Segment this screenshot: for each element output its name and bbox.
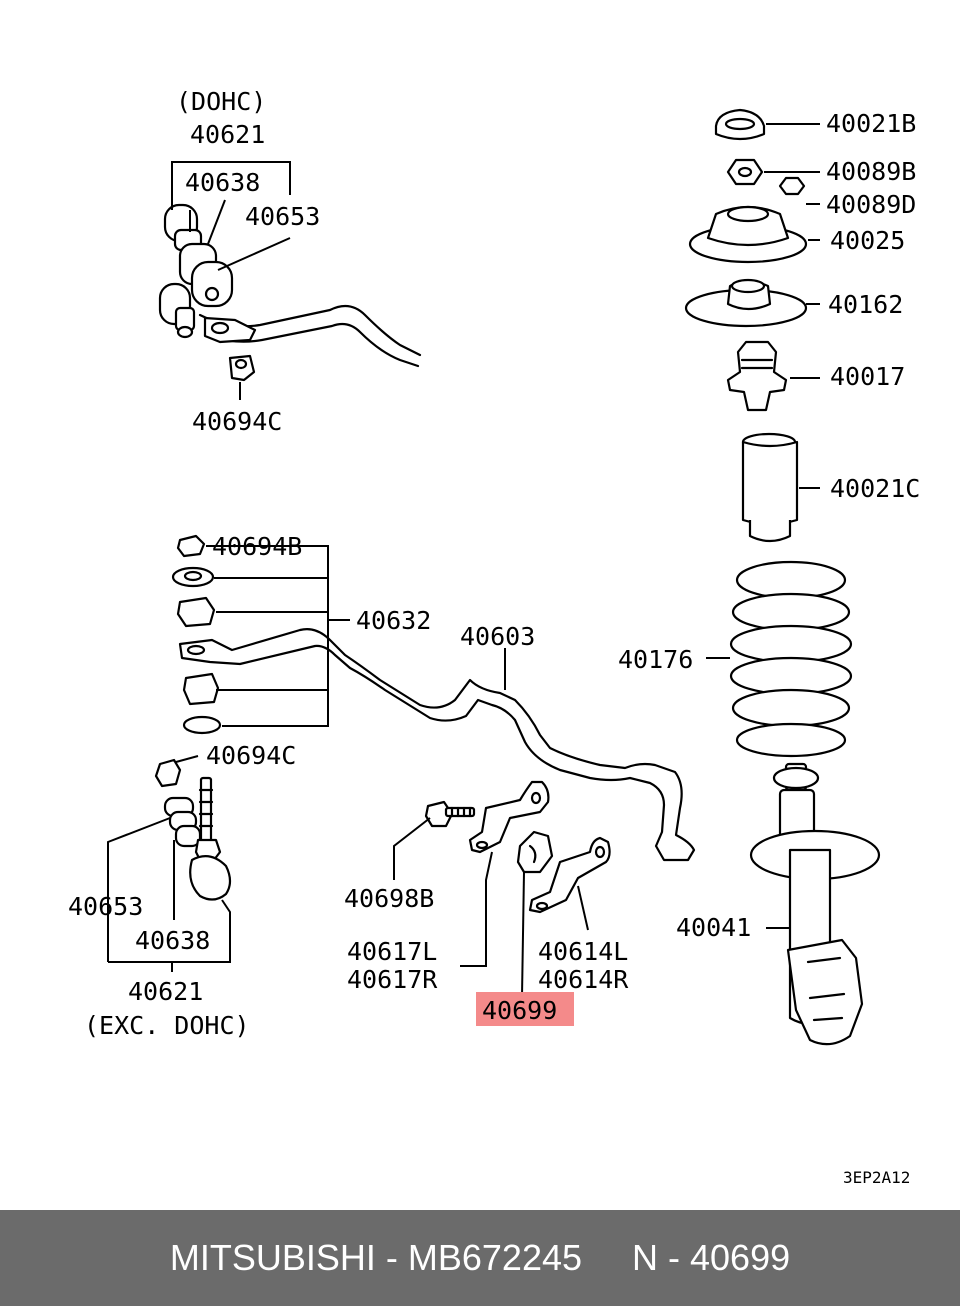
diagram-code: 3EP2A12 (843, 1168, 910, 1187)
footer-bar: MITSUBISHI - MB672245 N - 40699 (0, 1210, 960, 1306)
label-40638-top: 40638 (185, 168, 260, 197)
label-40638-low: 40638 (135, 926, 210, 955)
label-40617l: 40617L (347, 937, 437, 966)
dohc-link-assembly (158, 161, 422, 400)
label-40614l: 40614L (538, 937, 628, 966)
label-40089b: 40089B (826, 157, 916, 186)
label-40632: 40632 (356, 606, 431, 635)
label-40653-low: 40653 (68, 892, 143, 921)
coil-spring (729, 560, 853, 758)
label-40694c-top: 40694C (192, 407, 282, 436)
label-40621-top: 40621 (190, 120, 265, 149)
strut-assembly (684, 108, 881, 1046)
label-40017: 40017 (830, 362, 905, 391)
label-40694c-mid: 40694C (206, 741, 296, 770)
label-40025: 40025 (830, 226, 905, 255)
label-40653-top: 40653 (245, 202, 320, 231)
label-40621-low: 40621 (128, 977, 203, 1006)
label-exc-dohc: (EXC. DOHC) (84, 1011, 250, 1040)
label-40176: 40176 (618, 645, 693, 674)
label-40694b: 40694B (212, 532, 302, 561)
label-40699: 40699 (482, 996, 557, 1025)
label-40021b: 40021B (826, 109, 916, 138)
label-40614r: 40614R (538, 965, 629, 994)
label-dohc: (DOHC) (176, 87, 266, 116)
label-40698b: 40698B (344, 884, 434, 913)
stabilizer-bar-assembly (171, 534, 696, 862)
parts-diagram: (DOHC) 40621 40638 40653 40694C 40694B 4… (68, 87, 920, 1187)
label-40603: 40603 (460, 622, 535, 651)
footer-title: MITSUBISHI - MB672245 N - 40699 (169, 1237, 791, 1278)
bracket-bushing-assembly (393, 780, 611, 997)
label-40617r: 40617R (347, 965, 438, 994)
highlight-40699 (476, 992, 574, 1026)
label-40089d: 40089D (826, 190, 916, 219)
label-40041: 40041 (676, 913, 751, 942)
exc-dohc-link-assembly (107, 755, 232, 972)
label-40162: 40162 (828, 290, 903, 319)
label-40021c: 40021C (830, 474, 920, 503)
